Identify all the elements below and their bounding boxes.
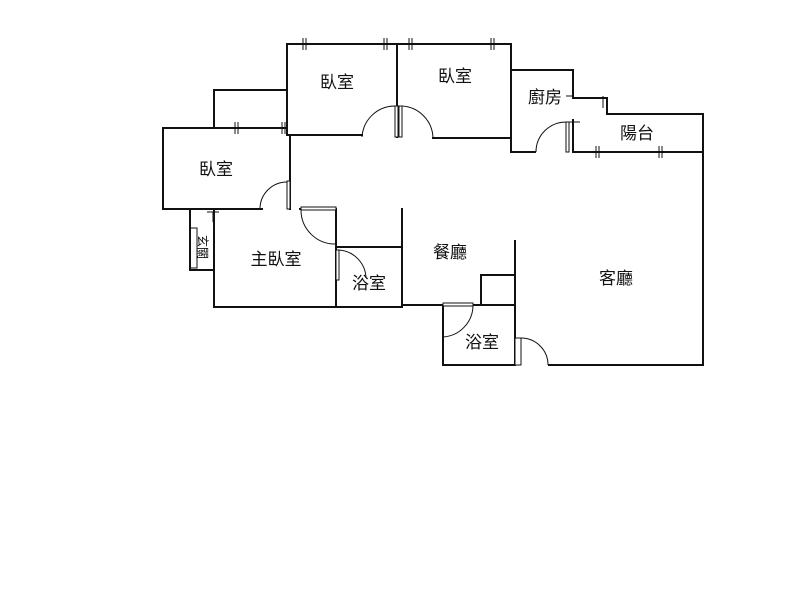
label-living-room: 客廳 xyxy=(599,269,633,289)
door-swing xyxy=(338,249,367,279)
door-leaf xyxy=(398,105,403,138)
window-marks xyxy=(207,38,663,222)
door-leaf xyxy=(514,337,522,366)
label-entrance: 玄關 xyxy=(196,235,211,259)
door-leaf xyxy=(442,302,474,307)
door-leaf xyxy=(286,180,291,210)
shoe-cabinet xyxy=(189,227,198,269)
label-balcony: 陽台 xyxy=(620,124,654,144)
label-bedroom-left: 臥室 xyxy=(199,160,233,180)
door-leaf xyxy=(335,249,340,281)
walls xyxy=(162,43,704,366)
door-leaf xyxy=(565,121,570,153)
label-bedroom-top-left: 臥室 xyxy=(320,73,354,93)
label-master-bedroom: 主臥室 xyxy=(251,250,302,270)
wall-kitchen-top xyxy=(510,69,608,99)
label-dining-room: 餐廳 xyxy=(433,243,467,263)
room-labels: 臥室 臥室 臥室 主臥室 廚房 陽台 餐廳 客廳 浴室 浴室 玄關 xyxy=(196,67,655,353)
door-swing xyxy=(401,105,434,138)
wall-balcony-right xyxy=(606,97,704,366)
doors xyxy=(189,105,580,366)
door-leaf xyxy=(394,105,399,138)
door-swing xyxy=(442,305,474,338)
door-swing xyxy=(361,105,396,138)
door-swing xyxy=(259,181,288,210)
door-swing xyxy=(535,121,567,153)
wall-notch xyxy=(213,89,288,129)
door-swing xyxy=(520,337,549,366)
label-bathroom-master: 浴室 xyxy=(352,274,386,294)
wall-closet xyxy=(480,274,516,306)
door-leaf xyxy=(300,206,337,211)
label-kitchen: 廚房 xyxy=(528,87,562,108)
label-bedroom-top-right: 臥室 xyxy=(438,67,472,87)
label-bathroom-main: 浴室 xyxy=(465,333,499,353)
door-swing xyxy=(300,209,336,245)
wall-bedroom3 xyxy=(162,127,288,210)
